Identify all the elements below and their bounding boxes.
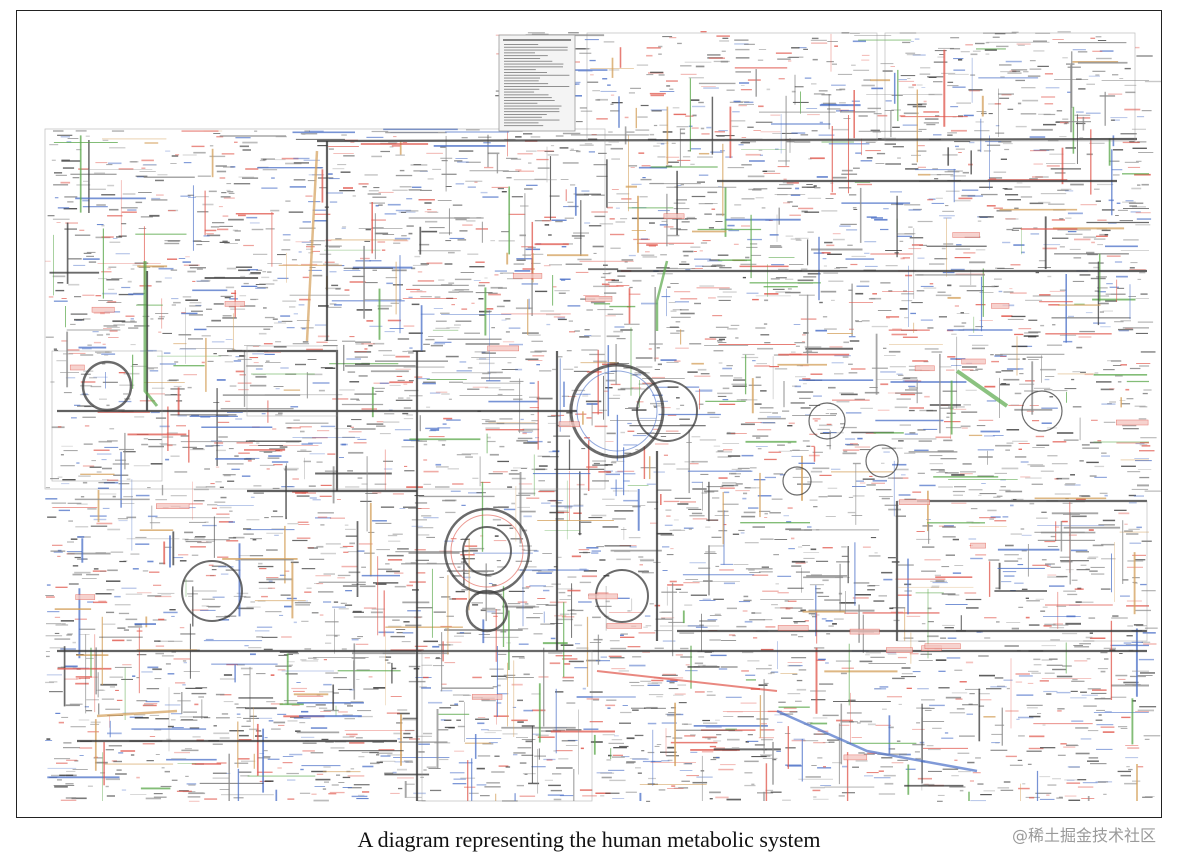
figure-caption: A diagram representing the human metabol… [357, 827, 821, 852]
watermark-text: @稀土掘金技术社区 [1011, 826, 1156, 845]
legend-block [498, 34, 576, 132]
diagram-texture [45, 31, 1161, 802]
figure-frame [16, 10, 1162, 818]
metabolic-pathway-diagram [44, 31, 1161, 802]
pathway-regions [44, 32, 1149, 802]
